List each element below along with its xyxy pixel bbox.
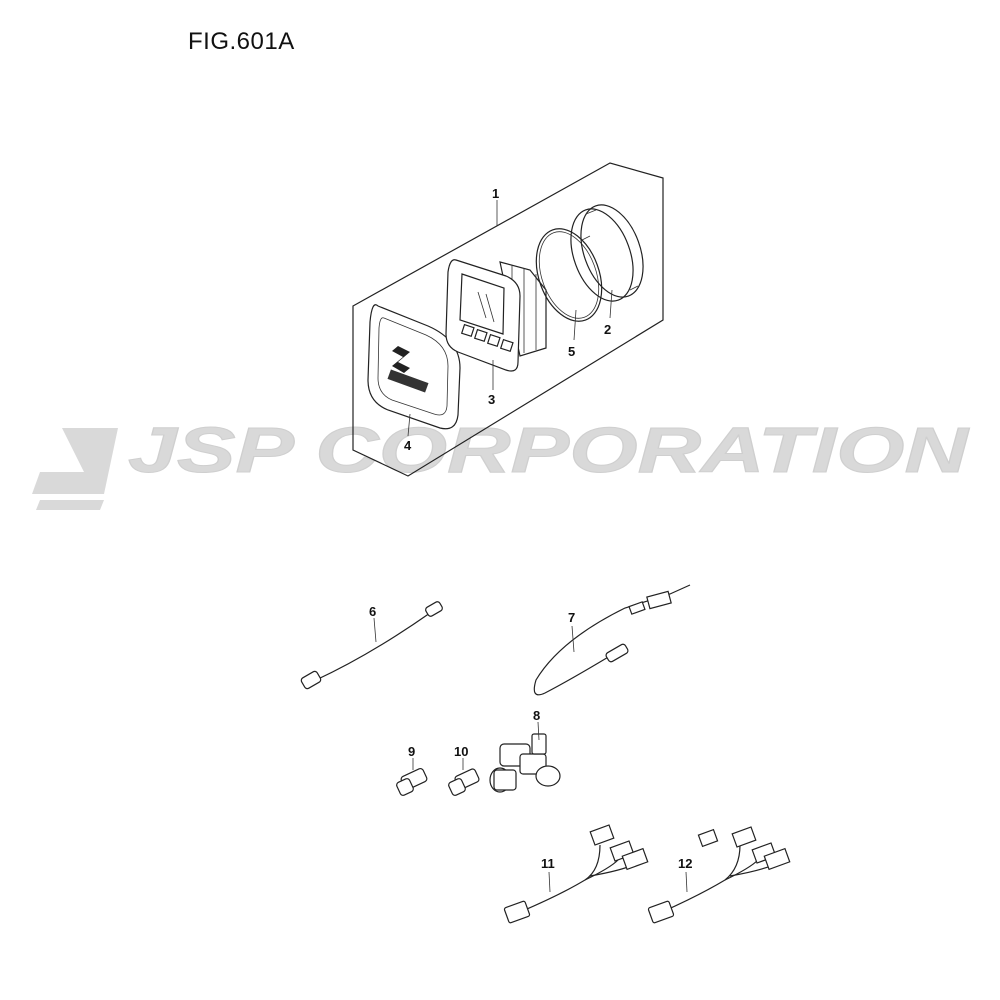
callout-7: 7: [568, 610, 575, 625]
brand-logo-icon: [392, 346, 410, 373]
part-9-terminator[interactable]: [396, 767, 428, 797]
callout-6: 6: [369, 604, 376, 619]
callout-9: 9: [408, 744, 415, 759]
watermark-text: JSP CORPORATION: [128, 414, 970, 486]
callout-5: 5: [568, 344, 575, 359]
part-10-terminator[interactable]: [448, 768, 480, 796]
callout-8: 8: [533, 708, 540, 723]
part-4-bezel-cover[interactable]: [367, 304, 461, 430]
callout-10: 10: [454, 744, 468, 759]
part-3-gauge[interactable]: [445, 259, 547, 372]
part-5-o-ring[interactable]: [524, 220, 613, 331]
callout-2: 2: [604, 322, 611, 337]
callout-1: 1: [492, 186, 499, 201]
assembly-boundary: [352, 162, 664, 477]
part-7-sensor-cable[interactable]: [533, 584, 691, 696]
callout-12: 12: [678, 856, 692, 871]
brand-wordmark-icon: [387, 369, 429, 393]
o-ring-inner: [538, 231, 600, 319]
watermark-logo-icon: [32, 428, 118, 510]
figure-title: FIG.601A: [188, 28, 295, 55]
part-2-mounting-ring[interactable]: [559, 196, 654, 309]
callout-3: 3: [488, 392, 495, 407]
part-11-harness[interactable]: [503, 824, 649, 924]
part-8-t-connector[interactable]: [489, 733, 561, 793]
part-6-cable[interactable]: [300, 601, 443, 690]
callout-11: 11: [541, 856, 555, 871]
callout-4: 4: [404, 438, 412, 453]
part-12-harness[interactable]: [647, 826, 791, 924]
